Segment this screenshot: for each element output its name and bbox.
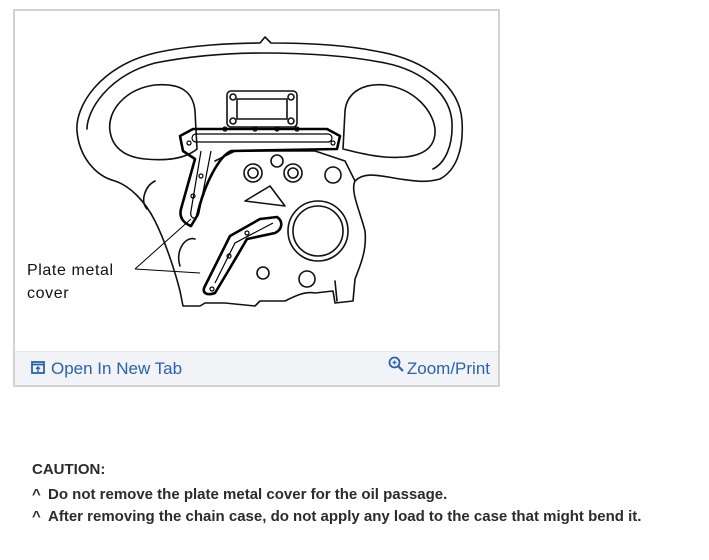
engine-diagram-image: Plate metal cover [15, 11, 498, 351]
callout-line-1: Plate metal [27, 262, 114, 279]
caution-title: CAUTION: [32, 461, 106, 478]
caution-item: ^ After removing the chain case, do not … [32, 508, 641, 525]
callout-line-2: cover [27, 285, 70, 302]
open-in-new-tab-icon [31, 359, 45, 379]
caution-item: ^ Do not remove the plate metal cover fo… [32, 486, 641, 503]
caution-item-text: Do not remove the plate metal cover for … [48, 486, 448, 503]
figure-footer-bar: Open In New Tab Zoom/Print [15, 351, 498, 385]
figure-card: Plate metal cover Open In New Tab [13, 9, 500, 387]
zoom-in-icon [388, 356, 404, 377]
open-in-new-tab-label: Open In New Tab [51, 359, 183, 378]
open-in-new-tab-link[interactable]: Open In New Tab [31, 359, 182, 379]
caution-item-text: After removing the chain case, do not ap… [48, 508, 642, 525]
zoom-print-label: Zoom/Print [406, 359, 490, 378]
plate-metal-cover-callout: Plate metal cover [27, 259, 114, 305]
engine-diagram-drawing [76, 36, 464, 307]
caret-bullet: ^ [32, 508, 41, 525]
caution-section: CAUTION: ^ Do not remove the plate metal… [32, 461, 641, 530]
zoom-print-link[interactable]: Zoom/Print [388, 356, 490, 379]
caret-bullet: ^ [32, 486, 41, 503]
